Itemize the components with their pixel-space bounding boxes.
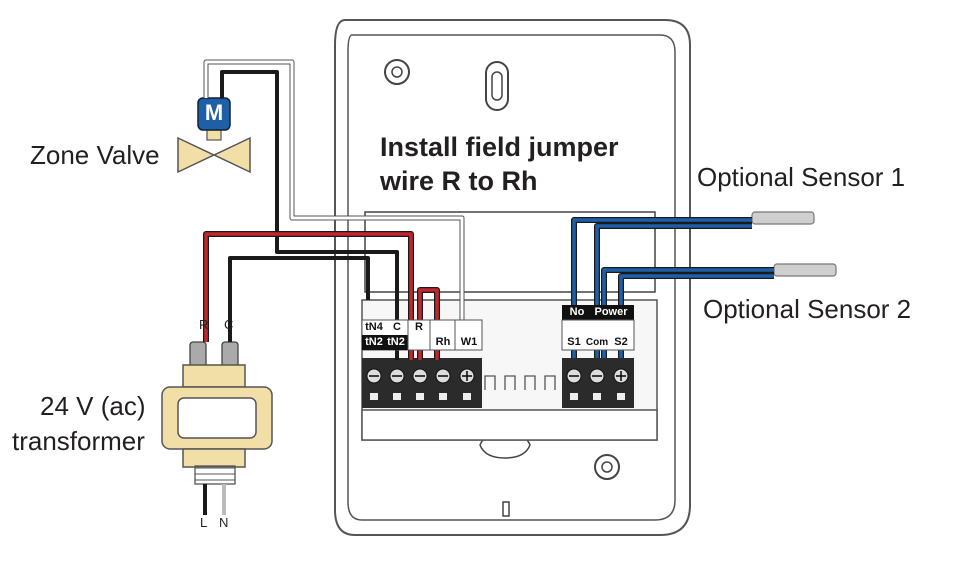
- terminal-label-c: C: [393, 321, 401, 333]
- terminal-label-tn4: tN4: [365, 321, 383, 333]
- sensor-2-label: Optional Sensor 2: [703, 294, 912, 324]
- terminal-label-r: R: [415, 321, 423, 333]
- terminal-label-tn2-a: tN2: [365, 336, 383, 348]
- terminal-label-rh: Rh: [435, 336, 451, 348]
- terminal-label-s2: S2: [614, 336, 628, 348]
- terminal-label-boxes: [361, 305, 635, 351]
- terminal-label-power: Power: [594, 306, 628, 318]
- zone-valve-label: Zone Valve: [30, 140, 160, 170]
- transformer-icon: [161, 341, 273, 515]
- terminal-label-w1: W1: [460, 336, 478, 348]
- terminal-label-s1: S1: [567, 336, 581, 348]
- transformer-label-line-1: 24 V (ac): [40, 391, 146, 421]
- sensor-1-label: Optional Sensor 1: [697, 162, 906, 192]
- mounting-hole-top-left: [384, 59, 410, 85]
- wire-label-c: C: [224, 317, 234, 332]
- mounting-hole-bottom-right: [594, 454, 620, 480]
- transformer-label-line-2: transformer: [12, 426, 145, 456]
- terminal-label-tn2-b: tN2: [387, 336, 405, 348]
- instruction-line-1: Install field jumper: [380, 132, 619, 162]
- terminal-block-left: [362, 358, 482, 408]
- zone-valve-icon: [177, 97, 251, 174]
- terminal-label-no: No: [569, 306, 585, 318]
- instruction-line-2: wire R to Rh: [380, 166, 538, 196]
- sensor-probe-1: [751, 211, 815, 225]
- line-label-l: L: [200, 515, 208, 530]
- valve-motor: [197, 97, 231, 131]
- terminal-label-com: Com: [585, 337, 609, 348]
- sensor-probe-2: [773, 263, 837, 277]
- wire-label-r: R: [199, 317, 209, 332]
- mounting-slot: [485, 61, 509, 111]
- terminal-block-right: [562, 358, 634, 408]
- instruction-title: Install field jumper wire R to Rh: [380, 130, 619, 198]
- line-label-n: N: [219, 515, 229, 530]
- valve-motor-letter: M: [204, 100, 224, 125]
